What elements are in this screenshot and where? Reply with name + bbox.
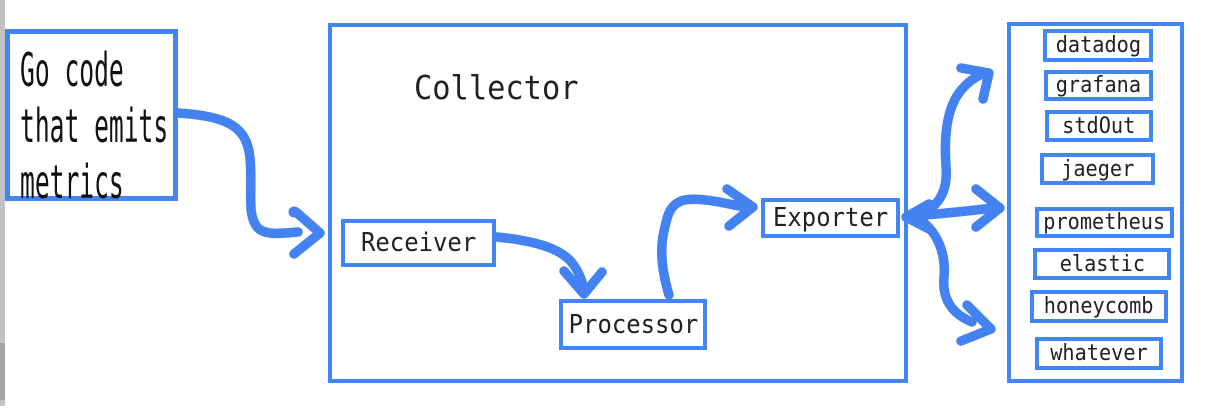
destination-prometheus: prometheus: [1035, 207, 1174, 238]
destination-honeycomb-label: honeycomb: [1044, 294, 1154, 319]
processor-label: Processor: [568, 309, 698, 340]
destination-jaeger-label: jaeger: [1060, 156, 1135, 182]
source-line-3: metrics: [20, 155, 124, 209]
destination-stdout-label: stdOut: [1062, 113, 1136, 139]
vertical-scrollbar-thumb[interactable]: [0, 343, 5, 400]
destination-elastic-label: elastic: [1059, 251, 1145, 277]
receiver-label: Receiver: [360, 228, 477, 258]
destination-datadog-label: datadog: [1055, 33, 1141, 58]
processor-box: Processor: [559, 299, 707, 350]
destination-whatever: whatever: [1035, 337, 1163, 370]
destination-prometheus-label: prometheus: [1043, 210, 1166, 235]
source-code-box: Go code that emits metrics: [5, 29, 178, 209]
destination-honeycomb: honeycomb: [1030, 290, 1168, 323]
exporter-box: Exporter: [761, 198, 900, 238]
destination-datadog: datadog: [1043, 29, 1153, 62]
destination-grafana: grafana: [1044, 70, 1153, 101]
collector-title: Collector: [414, 68, 579, 107]
destination-jaeger: jaeger: [1040, 153, 1155, 185]
source-line-1: Go code: [20, 43, 124, 97]
destination-whatever-label: whatever: [1050, 341, 1148, 366]
arrow-source-to-collector-icon: [173, 108, 325, 259]
vertical-scrollbar-track: [0, 0, 5, 406]
destination-elastic: elastic: [1033, 248, 1171, 280]
arrow-exporter-to-destinations-icon: [901, 63, 1005, 346]
exporter-label: Exporter: [772, 203, 889, 233]
destination-grafana-label: grafana: [1055, 73, 1142, 98]
destination-stdout: stdOut: [1045, 110, 1153, 142]
source-line-2: that emits: [20, 99, 169, 153]
receiver-box: Receiver: [341, 219, 496, 267]
